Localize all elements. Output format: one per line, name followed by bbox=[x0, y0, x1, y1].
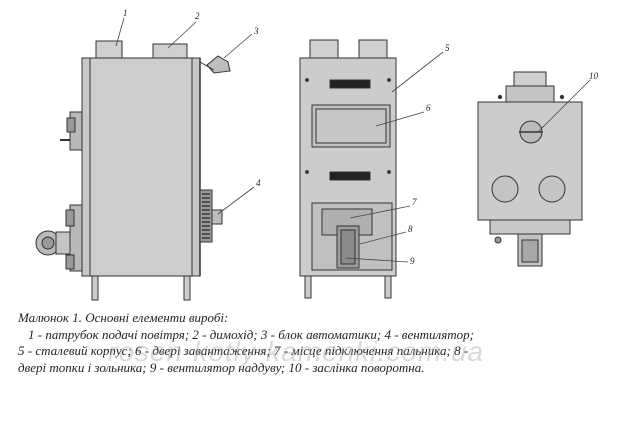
figure-caption: Малюнок 1. Основні елементи виробі: 1 - … bbox=[18, 310, 628, 376]
front-view bbox=[299, 39, 397, 299]
side-view bbox=[35, 40, 231, 301]
leader-lines bbox=[115, 17, 591, 263]
rear-view bbox=[477, 71, 583, 267]
caption-line-2: 5 - сталевий корпус; 6 - двері завантаже… bbox=[18, 343, 469, 358]
callout-7: 7 bbox=[412, 197, 417, 207]
callout-4: 4 bbox=[256, 178, 261, 188]
caption-line-3: двері топки і зольника; 9 - вентилятор н… bbox=[18, 359, 425, 375]
boiler-technical-drawing: 1 2 3 4 5 6 7 8 9 10 bbox=[35, 8, 599, 301]
callout-3: 3 bbox=[253, 26, 259, 36]
callout-6: 6 bbox=[426, 103, 431, 113]
caption-line-1: 1 - патрубок подачі повітря; 2 - димохід… bbox=[28, 326, 474, 342]
callout-10: 10 bbox=[589, 71, 599, 81]
callout-5: 5 bbox=[445, 43, 450, 53]
callout-1: 1 bbox=[123, 8, 128, 18]
caption-title: Малюнок 1. Основні елементи виробі: bbox=[18, 310, 229, 325]
callout-8: 8 bbox=[408, 224, 413, 234]
callout-2: 2 bbox=[195, 11, 200, 21]
callout-9: 9 bbox=[410, 256, 415, 266]
